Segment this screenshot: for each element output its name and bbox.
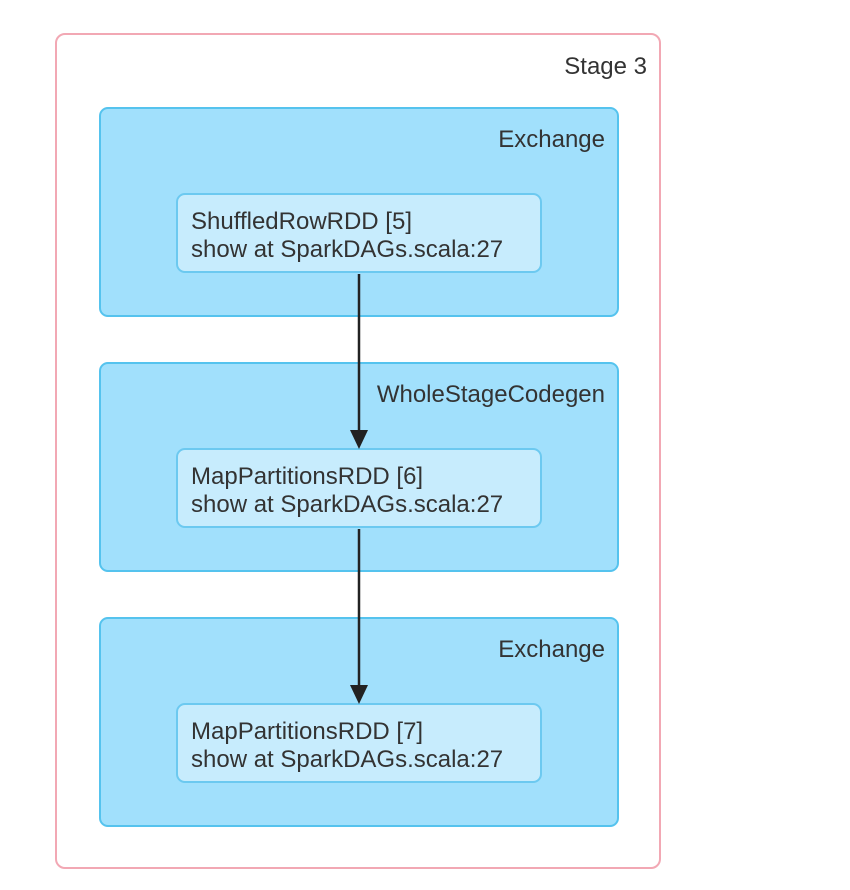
cluster-title: Exchange: [498, 126, 605, 153]
cluster-title: Exchange: [498, 636, 605, 663]
stage-title: Stage 3: [564, 53, 647, 80]
cluster-title: WholeStageCodegen: [376, 381, 605, 408]
rdd-node-mappartitionsrdd-6[interactable]: MapPartitionsRDD [6] show at SparkDAGs.s…: [176, 448, 542, 528]
node-rdd-name: MapPartitionsRDD [7]: [191, 718, 424, 745]
rdd-node-shuffledrowrdd-5[interactable]: ShuffledRowRDD [5] show at SparkDAGs.sca…: [176, 193, 542, 273]
node-callsite: show at SparkDAGs.scala:27: [191, 746, 504, 773]
node-callsite: show at SparkDAGs.scala:27: [191, 236, 504, 263]
rdd-node-mappartitionsrdd-7[interactable]: MapPartitionsRDD [7] show at SparkDAGs.s…: [176, 703, 542, 783]
node-callsite: show at SparkDAGs.scala:27: [191, 491, 504, 518]
node-rdd-name: ShuffledRowRDD [5]: [191, 208, 412, 235]
node-rdd-name: MapPartitionsRDD [6]: [191, 463, 424, 490]
